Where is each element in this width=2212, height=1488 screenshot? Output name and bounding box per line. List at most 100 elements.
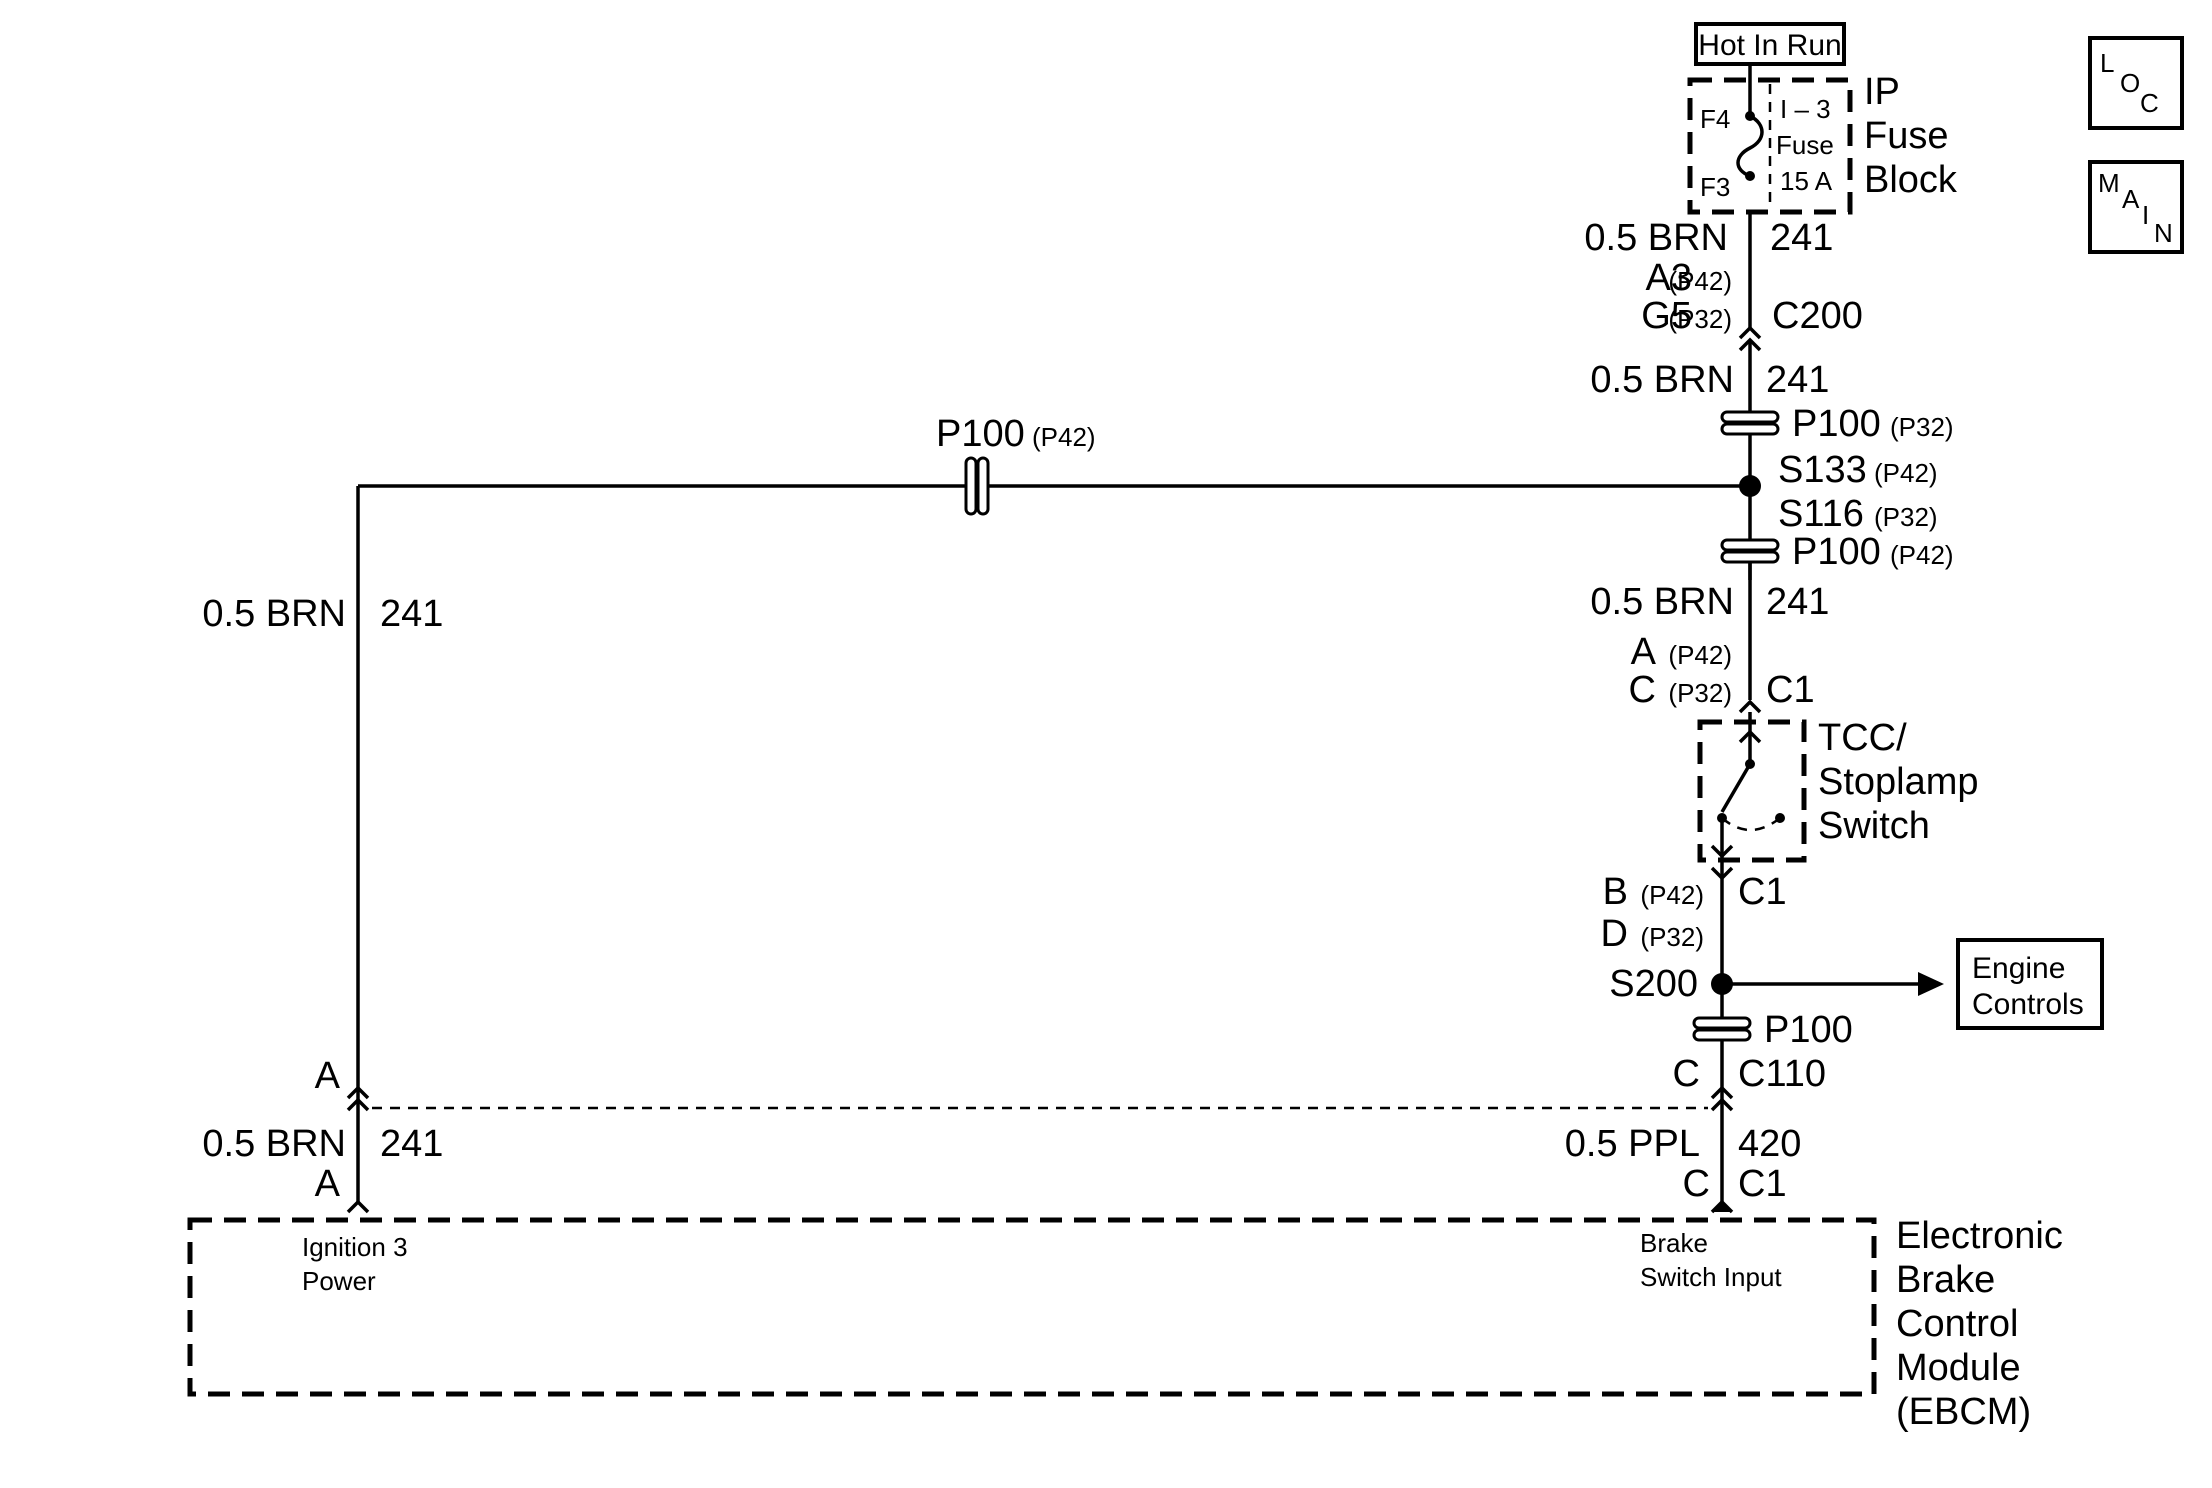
ebcm-name-line1: Electronic bbox=[1896, 1215, 2063, 1257]
wire3-gauge: 0.5 BRN bbox=[1590, 581, 1734, 623]
switch-lower-arrow bbox=[1710, 844, 1734, 859]
left-upper-pin: A bbox=[315, 1055, 341, 1097]
fuse-terminal-f3: F3 bbox=[1700, 172, 1730, 202]
c200-variant2: (P32) bbox=[1668, 304, 1732, 334]
c200-pin2: G5 bbox=[1641, 295, 1692, 337]
switch-blade bbox=[1720, 763, 1752, 813]
hot-in-run-box bbox=[1694, 22, 1846, 66]
c1-top-name: C1 bbox=[1766, 669, 1815, 711]
p100-horizontal-variant: (P42) bbox=[1032, 422, 1096, 452]
c110-name: C110 bbox=[1738, 1053, 1826, 1095]
wire4-circuit: 241 bbox=[380, 593, 443, 635]
ebcm-right-terminal-line1: Brake bbox=[1640, 1228, 1708, 1258]
s133-name: S133 bbox=[1778, 449, 1867, 491]
wire1-gauge: 0.5 BRN bbox=[1584, 217, 1728, 259]
fuse-element-icon bbox=[1736, 114, 1764, 178]
c1-top-variant2: (P32) bbox=[1668, 678, 1732, 708]
main-letter-i: I bbox=[2142, 200, 2149, 230]
loc-letter-c: C bbox=[2140, 88, 2159, 118]
c1-top-variant1: (P42) bbox=[1668, 640, 1732, 670]
loc-button[interactable]: L O C bbox=[2088, 36, 2184, 130]
c1-bottom-variant1: (P42) bbox=[1640, 880, 1704, 910]
engine-controls-button[interactable]: Engine Controls bbox=[1956, 938, 2104, 1030]
fuse-terminal-top bbox=[1745, 111, 1755, 121]
c200-name: C200 bbox=[1772, 295, 1863, 337]
fuse-block-name-line2: Fuse bbox=[1864, 115, 1948, 157]
c200-pin1: A3 bbox=[1646, 257, 1692, 299]
wire2-gauge: 0.5 BRN bbox=[1590, 359, 1734, 401]
p100-upper-symbol bbox=[1720, 410, 1780, 436]
ebcm-name-line2: Brake bbox=[1896, 1259, 1995, 1301]
p100-lower-name: P100 bbox=[1792, 531, 1881, 573]
switch-name-line2: Stoplamp bbox=[1818, 761, 1979, 803]
p100-bottom-symbol bbox=[1692, 1016, 1752, 1042]
connector-left-symbol bbox=[346, 1085, 370, 1112]
c1-bottom-name: C1 bbox=[1738, 871, 1787, 913]
ebcm-right-name: C1 bbox=[1738, 1163, 1787, 1205]
loc-letter-l: L bbox=[2100, 48, 2114, 78]
c1-top-pin2: C bbox=[1629, 669, 1656, 711]
ip-fuse-block-outline bbox=[1687, 77, 1853, 215]
wire3-circuit: 241 bbox=[1766, 581, 1829, 623]
s200-name: S200 bbox=[1609, 963, 1698, 1005]
wire6-circuit: 420 bbox=[1738, 1123, 1801, 1165]
wire6-gauge: 0.5 PPL bbox=[1565, 1123, 1700, 1165]
switch-upper-arrow bbox=[1738, 729, 1762, 744]
c200-variant1: (P42) bbox=[1668, 266, 1732, 296]
wire2-circuit: 241 bbox=[1766, 359, 1829, 401]
wire1-circuit: 241 bbox=[1770, 217, 1833, 259]
p100-upper-variant: (P32) bbox=[1890, 412, 1954, 442]
fuse-name: I – 3 bbox=[1780, 94, 1831, 124]
c1-bottom-variant2: (P32) bbox=[1640, 922, 1704, 952]
p100-horizontal-symbol bbox=[964, 456, 990, 516]
fuse-rating: 15 A bbox=[1780, 166, 1833, 196]
c1-bottom-pin2: D bbox=[1601, 913, 1628, 955]
wire5-gauge: 0.5 BRN bbox=[202, 1123, 346, 1165]
fuse-terminal-bottom bbox=[1745, 171, 1755, 181]
connector-ebcm-right-symbol bbox=[1710, 1199, 1734, 1214]
connector-c1-top-symbol bbox=[1738, 699, 1762, 714]
ebcm-name-line5: (EBCM) bbox=[1896, 1391, 2031, 1433]
ebcm-left-terminal-line2: Power bbox=[302, 1266, 376, 1296]
ebcm-right-terminal-line2: Switch Input bbox=[1640, 1262, 1782, 1292]
s133-variant: (P42) bbox=[1874, 458, 1938, 488]
c1-bottom-pin1: B bbox=[1603, 871, 1628, 913]
c110-pin: C bbox=[1673, 1053, 1700, 1095]
arrow-right-icon bbox=[1918, 972, 1944, 996]
switch-name-line1: TCC/ bbox=[1818, 717, 1907, 759]
wire5-circuit: 241 bbox=[380, 1123, 443, 1165]
ebcm-right-pin: C bbox=[1683, 1163, 1710, 1205]
fuse-terminal-f4: F4 bbox=[1700, 104, 1730, 134]
connector-left-lower-symbol bbox=[346, 1199, 370, 1214]
main-letter-m: M bbox=[2098, 168, 2120, 198]
loc-letter-o: O bbox=[2120, 68, 2140, 98]
tcc-stoplamp-switch-outline bbox=[1697, 719, 1807, 863]
p100-lower-symbol bbox=[1720, 538, 1780, 564]
connector-c110-symbol bbox=[1710, 1085, 1734, 1112]
wire4-gauge: 0.5 BRN bbox=[202, 593, 346, 635]
p100-bottom-name: P100 bbox=[1764, 1009, 1853, 1051]
fuse-block-name-line1: IP bbox=[1864, 71, 1900, 113]
main-letter-a: A bbox=[2122, 184, 2140, 214]
engine-controls-line2: Controls bbox=[1972, 988, 2084, 1021]
main-button[interactable]: M A I N bbox=[2088, 160, 2184, 254]
ebcm-name-line4: Module bbox=[1896, 1347, 2021, 1389]
left-lower-pin: A bbox=[315, 1163, 341, 1205]
switch-name-line3: Switch bbox=[1818, 805, 1930, 847]
ebcm-name-line3: Control bbox=[1896, 1303, 2019, 1345]
s116-variant: (P32) bbox=[1874, 502, 1938, 532]
fuse-block-name-line3: Block bbox=[1864, 159, 1958, 201]
fuse-word: Fuse bbox=[1776, 130, 1834, 160]
p100-upper-name: P100 bbox=[1792, 403, 1881, 445]
ebcm-outline bbox=[187, 1217, 1877, 1397]
main-letter-n: N bbox=[2154, 218, 2173, 248]
c1-top-pin1: A bbox=[1631, 631, 1657, 673]
switch-mechanical-link bbox=[1721, 817, 1781, 832]
ebcm-left-terminal-line1: Ignition 3 bbox=[302, 1232, 408, 1262]
p100-horizontal-name: P100 bbox=[936, 413, 1025, 455]
p100-lower-variant: (P42) bbox=[1890, 540, 1954, 570]
hot-in-run-label: Hot In Run bbox=[1698, 29, 1841, 62]
s116-name: S116 bbox=[1778, 493, 1864, 535]
engine-controls-line1: Engine bbox=[1972, 952, 2065, 985]
